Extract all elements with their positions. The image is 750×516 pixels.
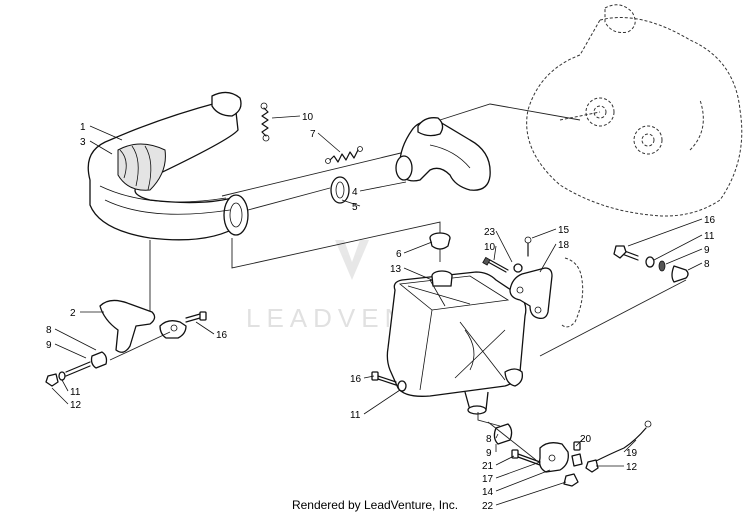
- bolt-15: [524, 236, 532, 257]
- lower-mount-hardware: [493, 420, 652, 487]
- nut-23: [513, 263, 523, 273]
- callout-9-left: 9: [46, 340, 52, 351]
- leader-lower-cluster-2: [487, 421, 537, 461]
- footer-credit: Rendered by LeadVenture, Inc.: [291, 498, 459, 512]
- callout-5: 5: [352, 202, 358, 213]
- leader-right-stack: [539, 279, 687, 357]
- callout-11-lower: 11: [350, 410, 361, 421]
- callout-8-right: 8: [704, 259, 710, 270]
- left-hardware-stack: [45, 351, 108, 387]
- callout-20: 20: [580, 434, 592, 445]
- callout-15: 15: [558, 225, 570, 236]
- callout-leaders: [51, 115, 703, 506]
- callout-23: 23: [484, 227, 496, 238]
- bolt-16-left: [185, 311, 207, 323]
- callout-21: 21: [482, 461, 494, 472]
- callout-11-left: 11: [70, 387, 81, 398]
- callout-7: 7: [310, 129, 316, 140]
- leader-pipe-silencer: [231, 221, 441, 269]
- callout-9-right: 9: [704, 245, 710, 256]
- right-hardware-stack: [613, 245, 689, 283]
- bolt-10-right: [482, 256, 509, 273]
- leader-coupler-pipe: [247, 187, 331, 211]
- ring-5: [330, 176, 350, 204]
- callout-12-lower: 12: [626, 462, 638, 473]
- callout-11-right: 11: [704, 231, 715, 242]
- callout-12-left: 12: [70, 400, 82, 411]
- callout-18: 18: [558, 240, 570, 251]
- callout-14: 14: [482, 487, 494, 498]
- callout-1: 1: [80, 122, 86, 133]
- callout-10-right: 10: [484, 242, 496, 253]
- callout-8-lower: 8: [486, 434, 492, 445]
- leader-ypipe-engine: [439, 103, 581, 121]
- callout-9-lower: 9: [486, 448, 492, 459]
- silencer-box: [386, 270, 527, 415]
- callout-13: 13: [390, 264, 402, 275]
- callout-22: 22: [482, 501, 494, 512]
- callout-2: 2: [70, 308, 76, 319]
- spring-top: [260, 102, 270, 142]
- callout-19: 19: [626, 448, 638, 459]
- callout-8-left: 8: [46, 325, 52, 336]
- engine-outline: [526, 4, 743, 217]
- silencer-mount-bracket: [509, 257, 584, 328]
- spring-7: [325, 146, 363, 164]
- callout-16-left: 16: [216, 330, 228, 341]
- callout-3: 3: [80, 137, 86, 148]
- expansion-pipe: [87, 91, 249, 241]
- callout-17: 17: [482, 474, 494, 485]
- callout-16-right: 16: [704, 215, 716, 226]
- callout-16-lower: 16: [350, 374, 362, 385]
- grommet-6: [429, 232, 451, 250]
- y-pipe: [395, 117, 491, 191]
- leader-lower-cluster: [477, 412, 501, 427]
- leader-left-stack: [109, 331, 171, 361]
- callout-10-top: 10: [302, 112, 314, 123]
- callout-labels: 1 3 2 8 9 11 12 16 10 7 4 5 6 13 23 10 1…: [46, 112, 716, 512]
- leader-ypipe-pipe: [221, 151, 406, 197]
- callout-6: 6: [396, 249, 402, 260]
- callout-4: 4: [352, 187, 358, 198]
